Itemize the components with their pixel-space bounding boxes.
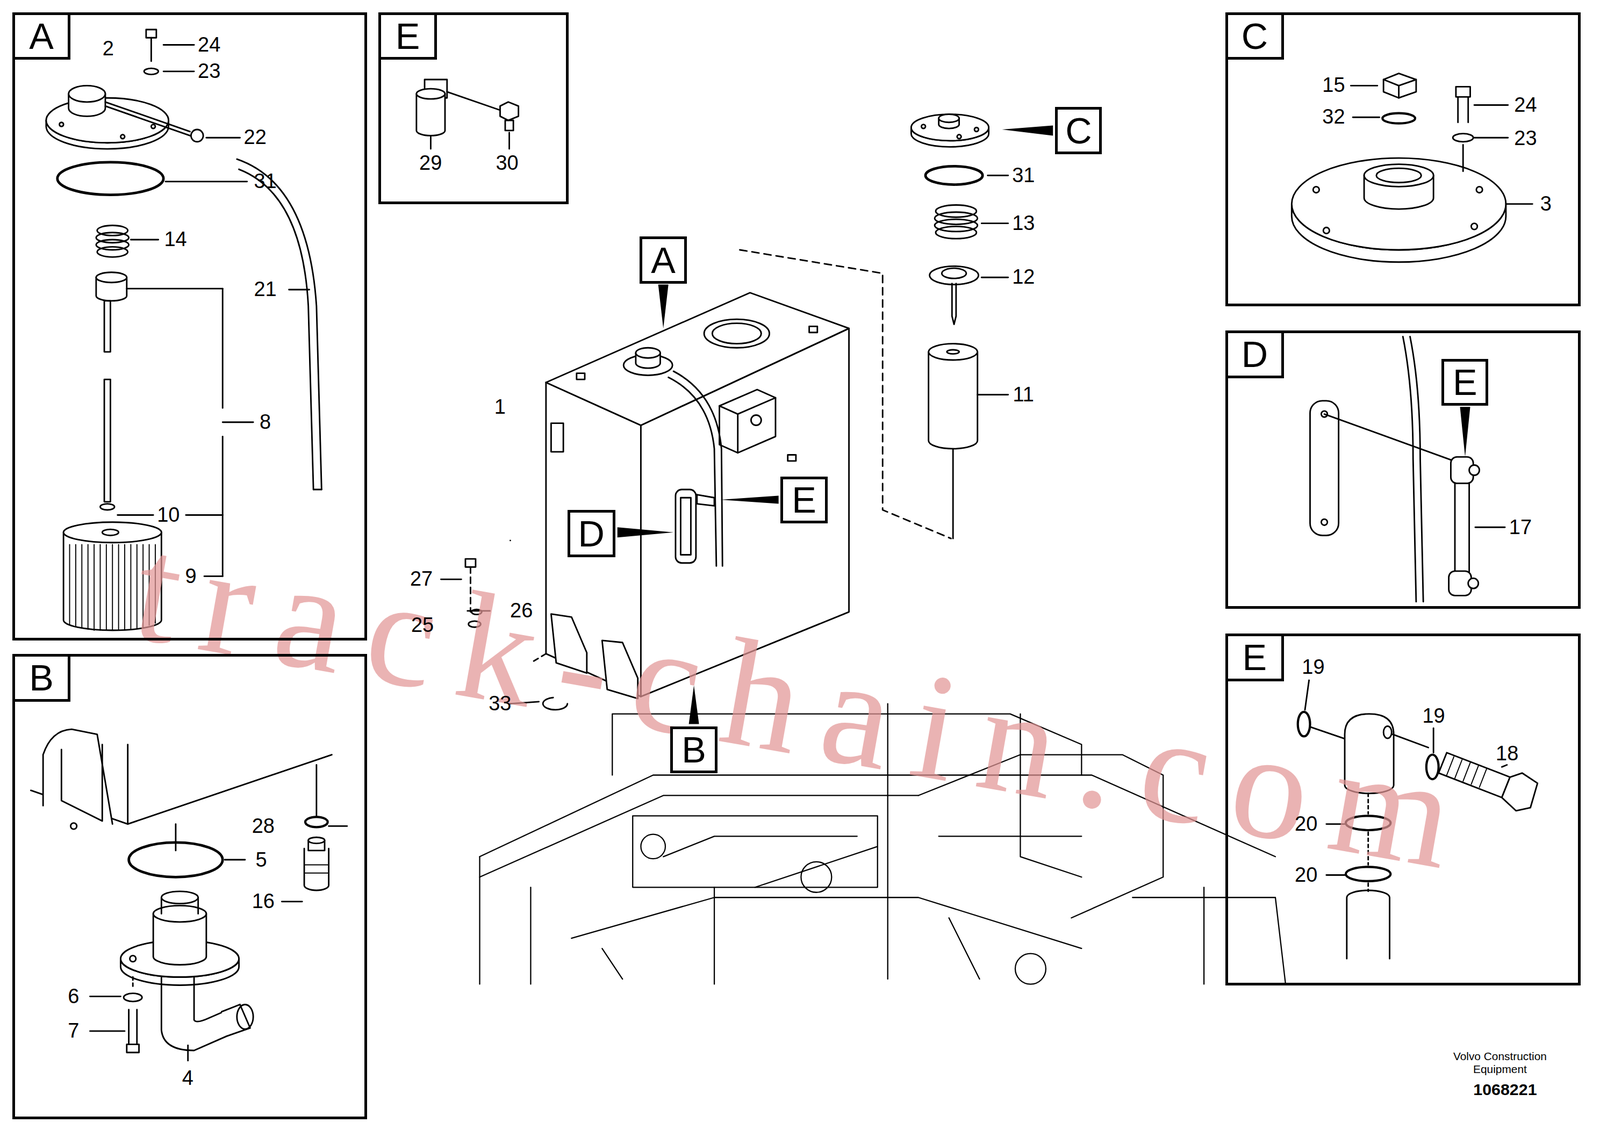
callout-number: 24 xyxy=(1514,95,1537,116)
callout-number: 22 xyxy=(244,127,267,148)
publisher-note: Volvo Construction Equipment xyxy=(1446,1050,1553,1076)
callout-number: 32 xyxy=(1322,106,1345,128)
callout-number: 17 xyxy=(1509,517,1532,538)
callout-number: 2 xyxy=(102,38,114,60)
callout-number: 19 xyxy=(1301,657,1325,678)
detail-panel: E xyxy=(1225,633,1581,986)
callout-number: 3 xyxy=(1540,194,1552,215)
view-letter: C xyxy=(1065,112,1092,149)
drawing-number: 1068221 xyxy=(1473,1081,1537,1099)
detail-panel: DE xyxy=(1225,330,1581,609)
callout-number: 26 xyxy=(510,600,533,622)
view-letter: C xyxy=(1228,15,1284,61)
detail-panel: A xyxy=(12,12,368,642)
view-callout-box: D xyxy=(567,510,616,557)
view-callout-box: C xyxy=(1055,106,1102,154)
callout-number: 20 xyxy=(1294,814,1318,835)
callout-number: 15 xyxy=(1322,75,1345,96)
view-letter: E xyxy=(381,15,437,61)
view-callout-box: A xyxy=(639,236,687,284)
watermark: track-chain.com xyxy=(124,510,1489,898)
callout-number: 11 xyxy=(1013,384,1035,406)
callout-number: 29 xyxy=(419,153,442,174)
view-letter: E xyxy=(1228,636,1284,682)
callout-number: 1 xyxy=(494,397,506,418)
callout-number: 18 xyxy=(1495,743,1519,765)
callout-number: 8 xyxy=(259,412,271,433)
callout-number: 31 xyxy=(254,171,277,192)
view-callout-box: E xyxy=(780,476,828,524)
view-letter: E xyxy=(1452,363,1478,401)
callout-number: 13 xyxy=(1012,213,1035,234)
callout-number: 23 xyxy=(197,61,221,82)
callout-number: 6 xyxy=(67,986,80,1008)
callout-number: 33 xyxy=(488,693,512,715)
callout-number: 16 xyxy=(252,891,275,913)
view-letter: E xyxy=(791,481,817,519)
view-letter: B xyxy=(15,656,71,702)
callout-number: 12 xyxy=(1012,267,1035,288)
callout-number: 7 xyxy=(67,1021,80,1042)
view-callout-box: E xyxy=(1441,359,1489,406)
callout-number: 30 xyxy=(495,153,519,174)
callout-number: 27 xyxy=(410,569,433,590)
view-callout-box: B xyxy=(670,726,717,774)
callout-number: 20 xyxy=(1294,865,1318,886)
callout-number: 9 xyxy=(184,566,197,587)
callout-number: 31 xyxy=(1012,165,1035,186)
callout-number: 23 xyxy=(1514,128,1537,149)
callout-number: 4 xyxy=(182,1068,194,1089)
callout-number: 19 xyxy=(1422,706,1445,727)
callout-number: 28 xyxy=(252,816,275,837)
detail-panel: C xyxy=(1225,12,1581,307)
view-letter: D xyxy=(578,515,605,552)
view-letter: D xyxy=(1228,333,1284,379)
view-letter: B xyxy=(681,731,707,769)
view-letter: A xyxy=(650,241,676,279)
callout-number: 14 xyxy=(163,229,187,250)
detail-panel: E xyxy=(378,12,569,205)
callout-number: 25 xyxy=(411,615,434,636)
view-letter: A xyxy=(15,15,71,61)
callout-number: 21 xyxy=(254,279,277,300)
callout-number: 10 xyxy=(156,505,180,526)
detail-panel: B xyxy=(12,654,368,1120)
callout-number: 24 xyxy=(197,34,221,56)
callout-number: 5 xyxy=(255,850,267,871)
